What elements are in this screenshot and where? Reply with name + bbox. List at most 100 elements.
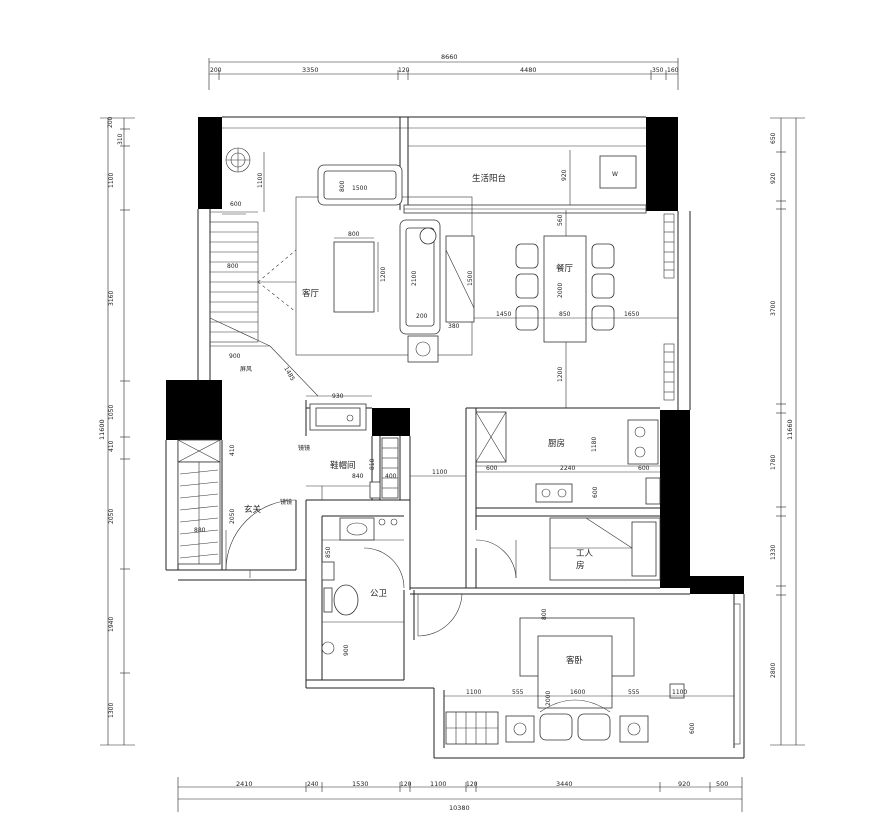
dim-label: 840 — [352, 473, 364, 480]
dim-label: 2100 — [411, 271, 418, 286]
room-label-kitchen: 厨房 — [548, 438, 565, 449]
dim-label: 880 — [194, 527, 206, 534]
room-label-maid-2: 房 — [576, 560, 585, 571]
dim-left-seg: 200 — [107, 116, 114, 128]
dim-right-total: 11660 — [786, 419, 794, 440]
dim-label: 1100 — [466, 689, 481, 696]
dim-label: 600 — [638, 465, 650, 472]
dim-top-total: 8660 — [441, 53, 458, 61]
dim-label: 600 — [486, 465, 498, 472]
dim-label: 555 — [628, 689, 640, 696]
dim-bottom-seg: 240 — [307, 781, 319, 788]
dim-right-seg: 3700 — [770, 301, 777, 316]
dim-left-seg: 410 — [108, 440, 115, 452]
dim-label: 1500 — [352, 185, 367, 192]
dim-bottom-seg: 120 — [466, 781, 478, 788]
dim-top-seg: 3350 — [302, 66, 319, 74]
label-screen: 屏风 — [240, 366, 252, 373]
dim-label: 800 — [339, 180, 346, 192]
svg-text:W: W — [612, 171, 618, 178]
dim-label: 1600 — [570, 689, 585, 696]
room-label-shoe: 鞋帽间 — [330, 460, 356, 471]
room-label-balcony: 生活阳台 — [472, 173, 506, 184]
dim-label: 560 — [557, 214, 564, 226]
shoe-room: 鞋帽间 840 810 400 — [330, 437, 399, 499]
living-room: 800 1200 1500 800 2100 200 380 1500 — [209, 147, 475, 397]
label-mirror-entry: 镜镜 — [280, 498, 292, 506]
dim-label: 555 — [512, 689, 524, 696]
dim-label: 600 — [689, 722, 696, 734]
dim-label: 410 — [229, 444, 236, 456]
dim-bottom-seg: 3440 — [556, 780, 573, 788]
dim-label: 920 — [561, 169, 568, 181]
dim-label: 800 — [541, 608, 548, 620]
dim-label: 2240 — [560, 465, 575, 472]
dim-label: 1100 — [672, 689, 687, 696]
dim-label: 2000 — [545, 691, 552, 706]
top-dimension-chain: 8660 200 3350 120 4480 350 160 — [208, 53, 679, 90]
dim-right-seg: 650 — [770, 132, 777, 144]
entry-hall: 880 410 2050 玄关 镜镜 930 镜镜 — [177, 393, 372, 578]
left-dimension-chain: 200 310 1100 3160 1050 410 2050 1940 130… — [98, 116, 135, 746]
dim-label: 1100 — [257, 173, 264, 188]
kitchen: 厨房 1180 600 2240 600 600 1100 — [410, 411, 661, 505]
balcony-area: W 生活阳台 920 — [403, 150, 647, 214]
dim-right-seg: 920 — [770, 172, 777, 184]
dim-label: 1485 — [282, 366, 296, 383]
dim-label: 200 — [416, 313, 428, 320]
dim-bottom-seg: 920 — [678, 780, 690, 788]
dim-label: 810 — [369, 458, 376, 470]
room-label-guest-bedroom: 客卧 — [566, 655, 584, 666]
dim-left-seg: 1300 — [108, 703, 115, 718]
dim-label: 800 — [227, 263, 239, 270]
dim-top-seg: 350 — [652, 67, 664, 74]
guest-bedroom: 1100 555 2000 1600 555 1100 800 600 客卧 — [417, 593, 741, 745]
dining-room: 1450 850 1650 560 2000 1200 餐厅 — [474, 210, 678, 408]
dim-label: 600 — [592, 486, 599, 498]
dim-bottom-seg: 120 — [400, 781, 412, 788]
dim-left-seg: 1100 — [108, 173, 115, 188]
label-mirror-shoe: 镜镜 — [298, 444, 310, 452]
dim-label: 900 — [229, 353, 241, 360]
dim-label: 380 — [448, 323, 460, 330]
dim-label: 2000 — [557, 283, 564, 298]
dim-label: 850 — [325, 546, 332, 558]
right-dimension-chain: 650 920 3700 1780 1330 2800 11660 — [770, 117, 805, 746]
dim-bottom-seg: 1530 — [352, 780, 369, 788]
dim-label: 400 — [385, 473, 397, 480]
dim-label: 1450 — [496, 311, 511, 318]
dim-left-seg: 310 — [117, 133, 124, 145]
staircase: 600 800 1100 900 — [209, 152, 270, 360]
dim-left-total: 11600 — [98, 419, 106, 440]
dim-right-seg: 1780 — [770, 455, 777, 470]
dim-label: 1500 — [467, 271, 474, 286]
room-label-living: 客厅 — [302, 288, 320, 299]
bathroom: 850 900 公卫 — [321, 517, 405, 656]
dim-label: 1650 — [624, 311, 639, 318]
bottom-dimension-chain: 2410 240 1530 120 1100 120 3440 920 500 … — [177, 777, 743, 812]
dim-left-seg: 2050 — [108, 509, 115, 524]
dim-label: 930 — [332, 393, 344, 400]
dim-top-seg: 200 — [210, 67, 222, 74]
dim-label: 850 — [559, 311, 571, 318]
dim-label: 1200 — [380, 267, 387, 282]
dim-right-seg: 1330 — [770, 545, 777, 560]
dim-right-seg: 2800 — [770, 663, 777, 678]
dim-label: 1100 — [432, 469, 447, 476]
dim-bottom-seg: 2410 — [236, 780, 253, 788]
dim-label: 2050 — [229, 509, 236, 524]
dim-left-seg: 1050 — [108, 405, 115, 420]
dim-bottom-total: 10380 — [449, 804, 470, 812]
dim-label: 800 — [348, 231, 360, 238]
dim-label: 1200 — [557, 367, 564, 382]
structural-walls — [166, 117, 744, 594]
dim-left-seg: 3160 — [108, 291, 115, 306]
room-label-maid-1: 工人 — [576, 549, 594, 559]
dim-top-seg: 4480 — [520, 66, 537, 74]
maid-room: 工人 房 — [475, 517, 661, 581]
dim-bottom-seg: 1100 — [430, 780, 447, 788]
dim-top-seg: 160 — [667, 67, 679, 74]
room-label-dining: 餐厅 — [556, 264, 574, 274]
dim-label: 900 — [343, 644, 350, 656]
